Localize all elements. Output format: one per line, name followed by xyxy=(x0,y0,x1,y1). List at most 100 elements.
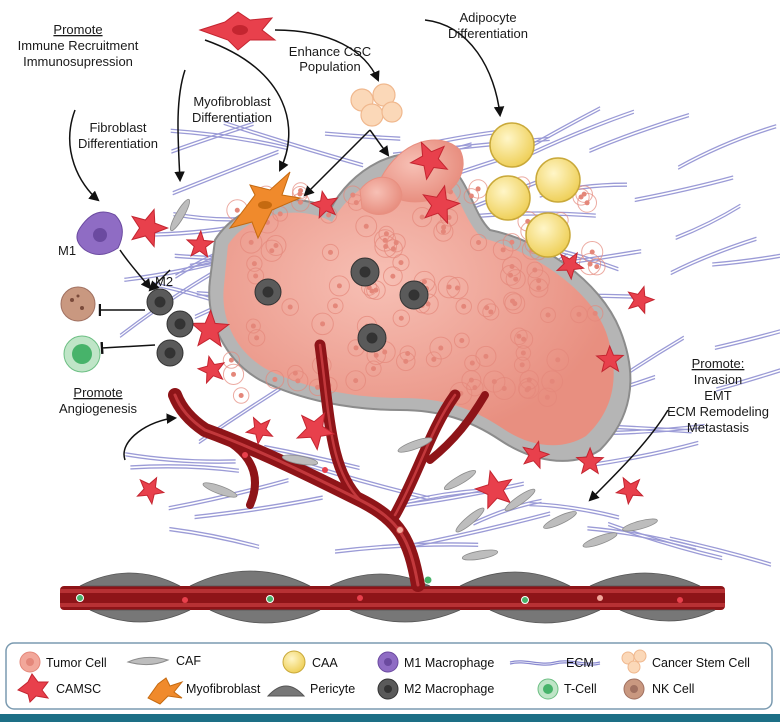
tumor-cell xyxy=(412,207,433,228)
ecm-fiber xyxy=(527,112,635,158)
cancer-stem-cells xyxy=(350,83,403,127)
tumor-cell-nucleus xyxy=(366,285,372,291)
tumor-cell-nucleus xyxy=(390,246,396,252)
ecm-fiber xyxy=(607,524,723,561)
tumor-cell-nucleus xyxy=(468,193,474,199)
ecm-fiber xyxy=(585,443,699,468)
tumor-cell xyxy=(505,269,526,290)
ecm-fiber xyxy=(405,488,485,502)
tumor-cell-nucleus xyxy=(431,356,437,362)
angio-line: Angiogenesis xyxy=(59,401,138,416)
caf-cell xyxy=(543,511,577,529)
ecm-fiber xyxy=(473,501,542,526)
tumor-cell-nucleus xyxy=(297,191,303,197)
tumor-cell-nucleus xyxy=(231,371,237,377)
camsc-cell xyxy=(309,189,339,219)
tumor-cell-nucleus xyxy=(287,304,293,310)
caf-cell xyxy=(582,532,618,548)
legend-tcell-icon xyxy=(537,678,559,700)
tumor-cell xyxy=(581,240,604,264)
ecm-fiber xyxy=(589,115,690,153)
nk-cell-left xyxy=(60,286,96,322)
tumor-cell-nucleus xyxy=(584,200,590,206)
tumor-cell-nucleus xyxy=(483,353,489,359)
tumor-cell xyxy=(455,298,472,315)
ecm-fiber xyxy=(609,426,705,436)
tumor-cell-nucleus xyxy=(513,276,519,282)
bottom-accent-bar xyxy=(0,714,780,722)
caf-cell xyxy=(169,198,191,232)
ecm-fiber xyxy=(125,452,236,461)
caf-cells xyxy=(169,198,658,561)
tumor-cell-nucleus xyxy=(519,362,525,368)
promote-left-line1: Immune Recruitment xyxy=(18,38,139,53)
tumor-cell-nucleus xyxy=(544,394,550,400)
camsc-cell xyxy=(136,476,166,506)
ecm-fiber xyxy=(170,128,288,148)
tumor-cell xyxy=(382,266,403,287)
tumor-cell xyxy=(265,234,287,256)
tumor-cell-nucleus xyxy=(253,273,259,279)
ecm-fiber xyxy=(264,447,360,471)
tumor-cell xyxy=(586,305,604,322)
tumor-cell xyxy=(435,219,452,235)
tumor-cell-nucleus xyxy=(383,244,389,250)
right-line1: Invasion xyxy=(694,372,742,387)
tumor-cell-nucleus xyxy=(440,229,446,235)
legend-tumor-cell-label: Tumor Cell xyxy=(46,656,107,670)
tumor-cell xyxy=(392,309,411,328)
ecm-fiber xyxy=(587,526,697,547)
tumor-cell-nucleus xyxy=(297,199,303,205)
tumor-cell-nucleus xyxy=(405,350,411,356)
pericytes-row-top xyxy=(79,570,701,587)
caf-cell xyxy=(455,507,485,533)
tumor-cell xyxy=(246,255,263,272)
tumor-cell-nucleus xyxy=(461,303,467,309)
branch-vessel-cells xyxy=(242,452,404,534)
tumor-cell xyxy=(453,332,470,349)
tumor-cell-nucleus xyxy=(524,387,530,393)
tumor-cell-nucleus xyxy=(269,248,275,254)
angio-heading: Promote xyxy=(73,385,122,400)
tumor-cell-nucleus xyxy=(382,237,388,243)
tumor-cell-nucleus xyxy=(454,285,460,291)
tumor-cell xyxy=(260,239,283,262)
tumor-cell-nucleus xyxy=(315,384,321,390)
ecm-fiber xyxy=(404,511,551,547)
fibroblast-diff-line2: Differentiation xyxy=(78,136,158,151)
tumor-cell xyxy=(537,387,558,407)
camsc-cell xyxy=(244,416,274,446)
tumor-cell xyxy=(265,370,285,389)
arrows xyxy=(69,19,669,502)
legend-caf-label: CAF xyxy=(176,654,201,668)
legend-caf-icon xyxy=(126,656,170,666)
legend-myofibroblast-icon xyxy=(147,677,184,705)
ecm-fiber xyxy=(589,112,690,150)
legend-camsc-label: CAMSC xyxy=(56,682,101,696)
tumor-cell-nucleus xyxy=(228,357,234,363)
caf-cell xyxy=(202,482,238,498)
tumor-cell xyxy=(515,345,532,361)
tumor-cell xyxy=(437,275,461,299)
myofibroblast-cell xyxy=(228,171,302,240)
ecm-fiber xyxy=(130,467,239,473)
caf-cell xyxy=(622,518,658,532)
ecm-fiber xyxy=(402,484,524,508)
tumor-cell-nucleus xyxy=(549,378,555,384)
caf-cell xyxy=(397,437,433,453)
camsc-cell xyxy=(614,476,644,506)
tumor-cell xyxy=(469,233,488,252)
right-line2: EMT xyxy=(704,388,732,403)
tumor-cell xyxy=(365,360,382,377)
ecm-fiber xyxy=(634,175,734,200)
tumor-cell-nucleus xyxy=(578,194,584,200)
legend-m2-icon xyxy=(377,678,399,700)
tumor-cell xyxy=(328,275,350,297)
tumor-cell xyxy=(477,298,497,318)
camsc-cell xyxy=(522,440,551,470)
legend-m1-icon xyxy=(377,651,399,673)
ecm-fiber xyxy=(324,131,401,138)
tumor-cell-nucleus xyxy=(398,315,404,321)
tumor-cell-nucleus xyxy=(327,249,333,255)
camsc-cell xyxy=(422,184,461,225)
